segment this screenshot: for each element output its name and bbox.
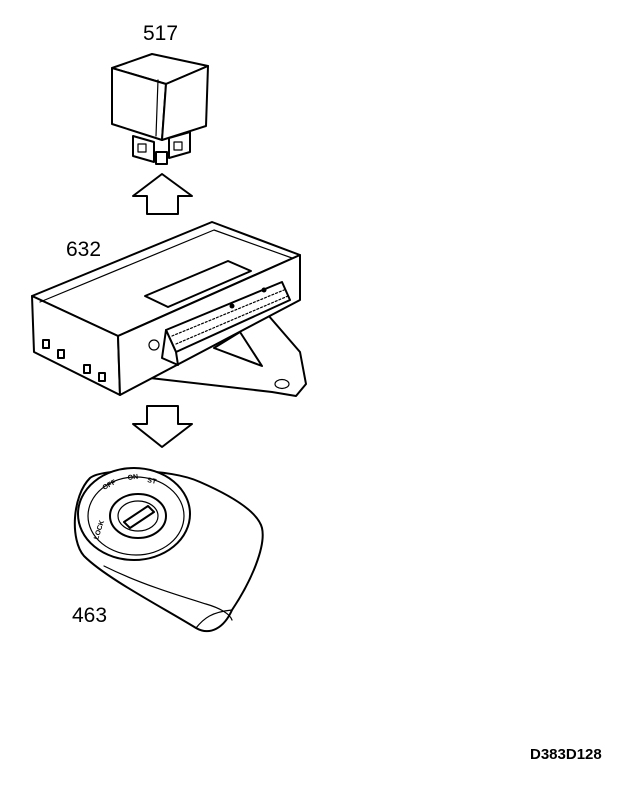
lock-cylinder-ring xyxy=(117,500,159,532)
keyhole xyxy=(123,505,155,529)
relay-pin-2-hole xyxy=(173,141,183,151)
relay xyxy=(111,53,209,165)
connector-screw-2 xyxy=(261,287,267,293)
relay-edge-highlight xyxy=(155,79,159,137)
bracket-hole xyxy=(274,378,290,390)
relay-pin-1-hole xyxy=(137,143,147,153)
callout-632: 632 xyxy=(66,238,101,261)
arrow-up xyxy=(132,173,193,215)
relay-side-face xyxy=(161,65,209,141)
position-on: ON xyxy=(127,474,138,482)
relay-pin-1 xyxy=(132,135,155,163)
unit-tab-2 xyxy=(57,349,65,359)
callout-463: 463 xyxy=(72,604,107,627)
connector-pins-row-2 xyxy=(175,295,289,345)
bracket-cutout xyxy=(213,331,263,367)
unit-tab-1 xyxy=(42,339,50,349)
connector-pins-row-1 xyxy=(171,289,285,337)
label-recess xyxy=(144,260,252,308)
connector-screw-1 xyxy=(229,303,235,309)
callout-517: 517 xyxy=(143,22,178,45)
housing-lower-edge xyxy=(103,565,233,621)
switch-bezel-inner xyxy=(87,476,185,556)
arrow-down xyxy=(132,405,193,448)
relay-pin-3 xyxy=(155,151,168,165)
relay-pin-2 xyxy=(168,131,191,159)
ignition-switch: LOCK OFF ON ST xyxy=(73,467,264,633)
control-unit xyxy=(31,221,307,397)
connector-latch xyxy=(148,339,160,351)
document-id: D383D128 xyxy=(530,746,602,763)
unit-tab-3 xyxy=(83,364,91,374)
unit-tab-4 xyxy=(98,372,106,382)
housing-corner xyxy=(195,609,233,629)
connector-end xyxy=(161,329,179,366)
position-st: ST xyxy=(147,477,158,486)
control-unit-ridge xyxy=(39,229,293,303)
